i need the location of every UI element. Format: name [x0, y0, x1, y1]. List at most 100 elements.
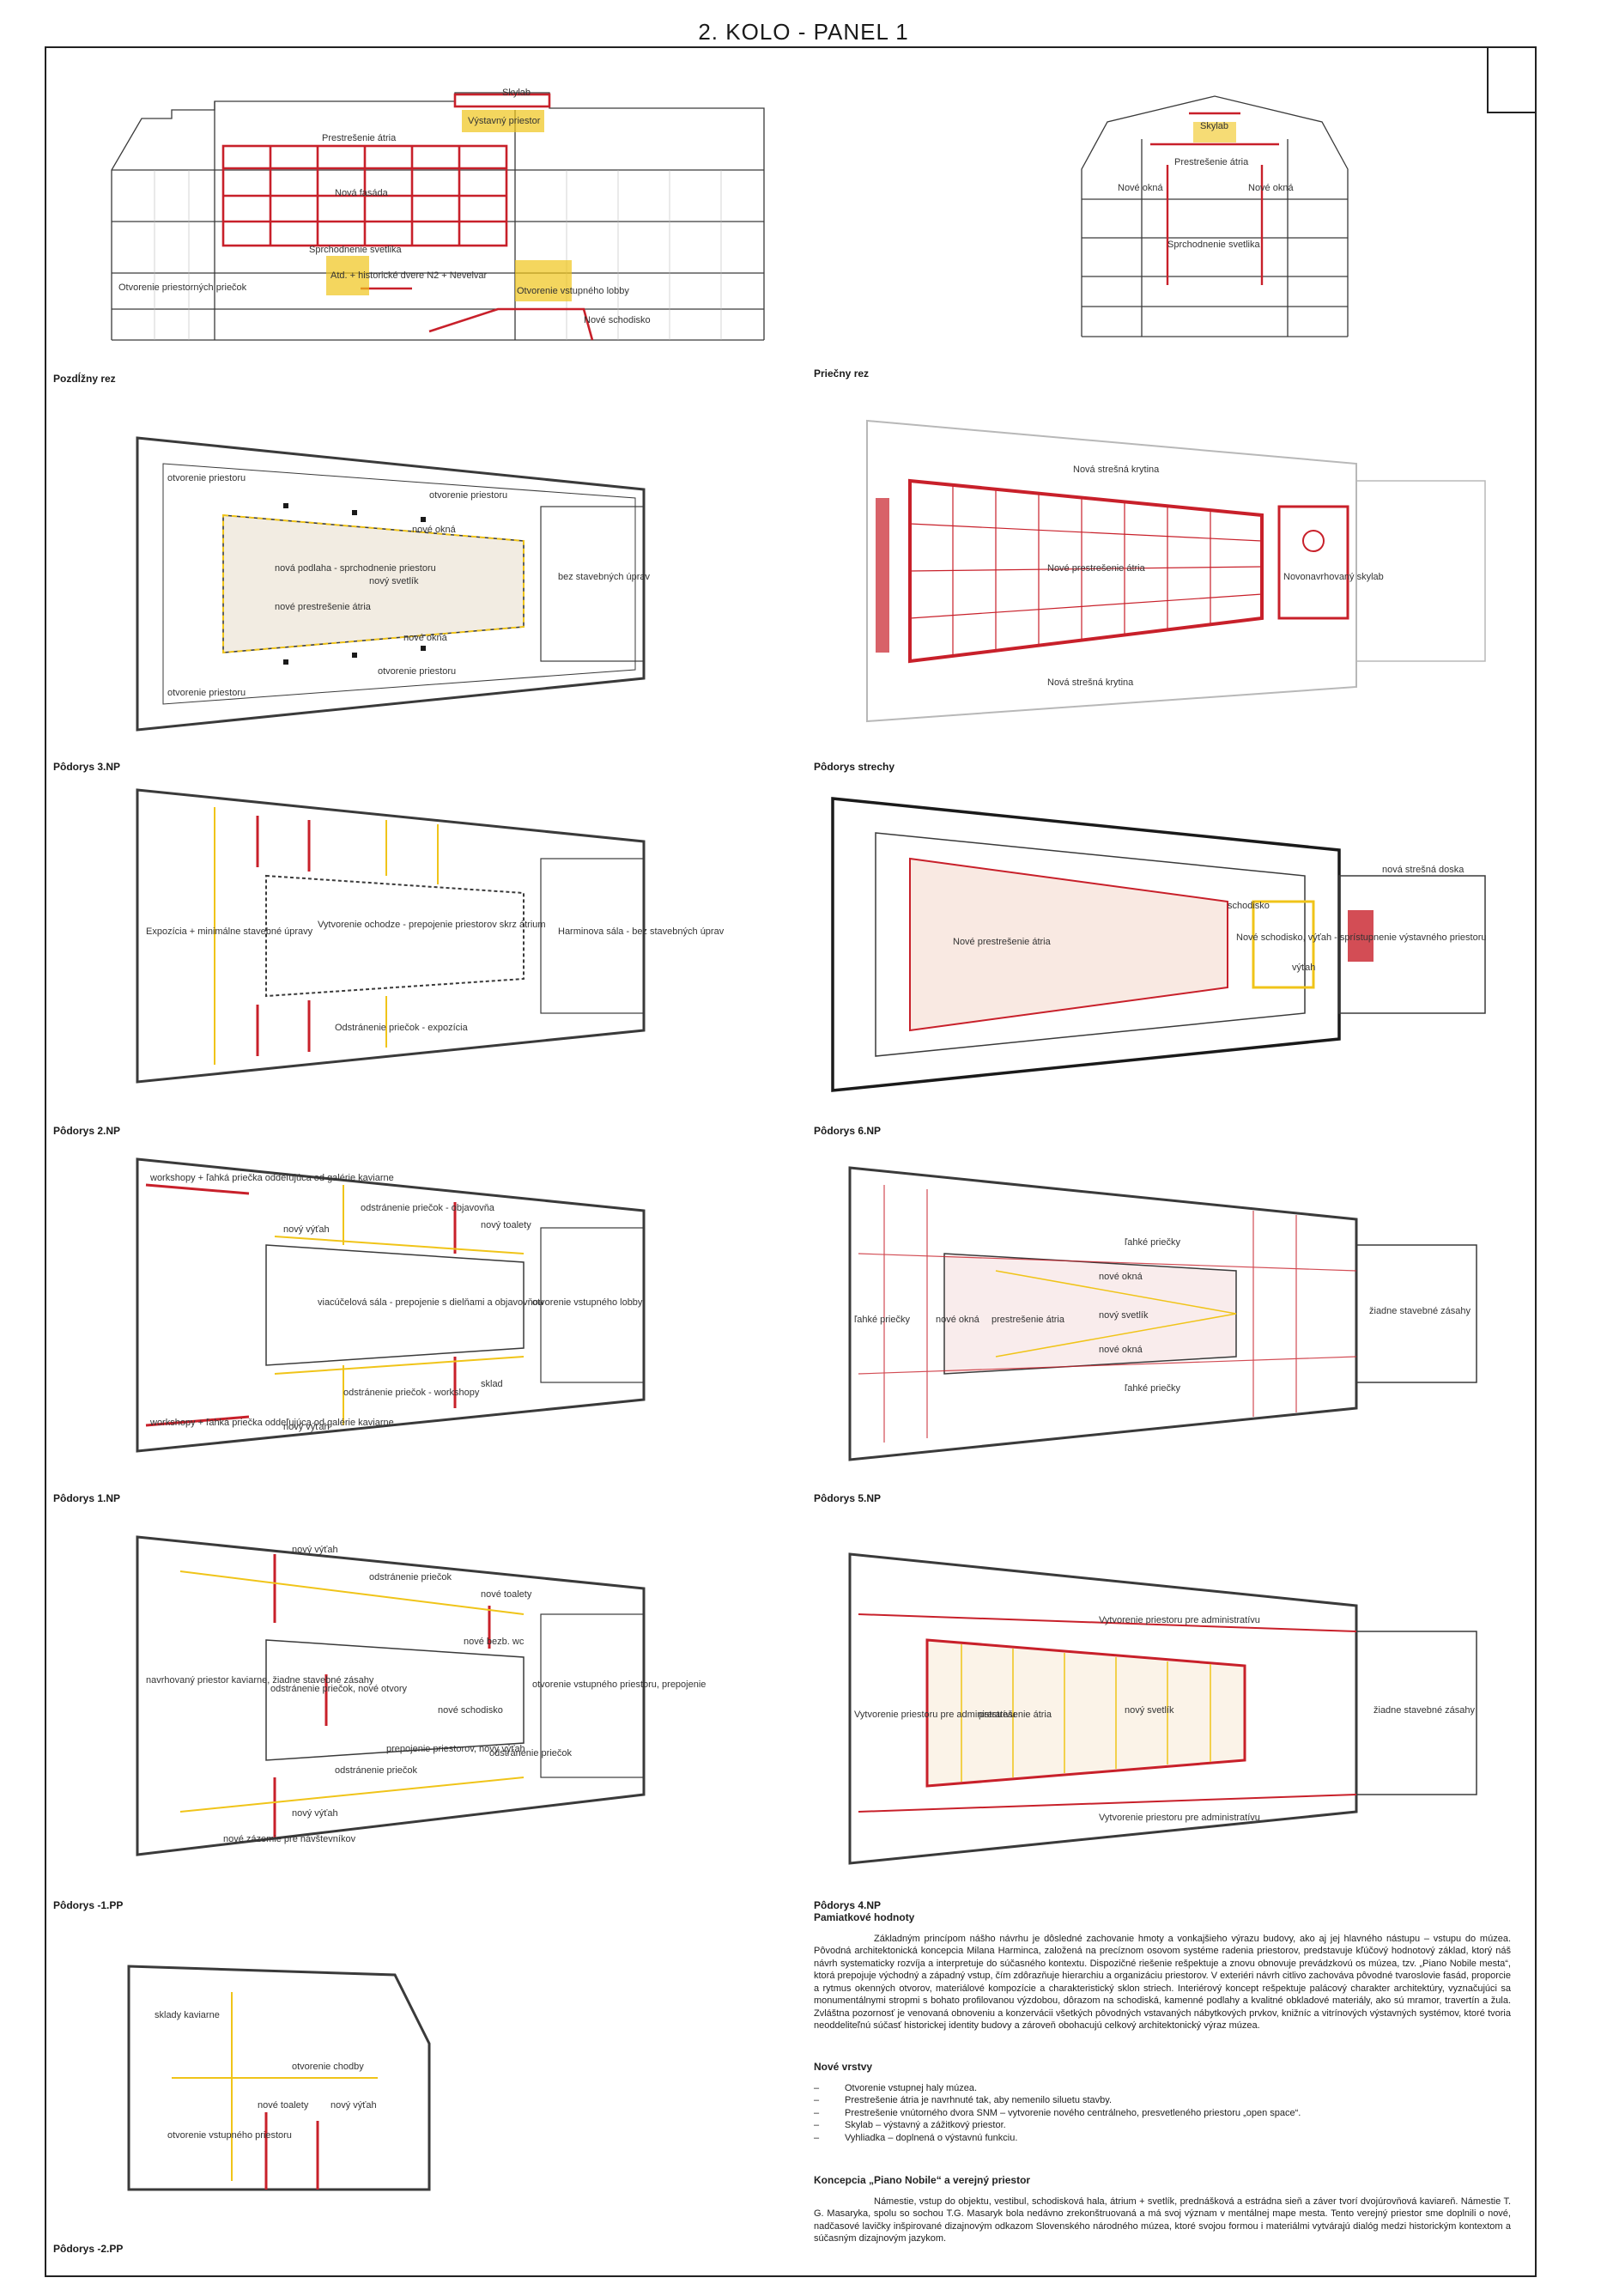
label-5np-windows-1: nové okná	[1099, 1272, 1143, 1282]
label-2pp-storage: sklady kaviarne	[155, 2010, 220, 2020]
label-2np-gallery: Vytvorenie ochodze - prepojenie priestor…	[318, 920, 546, 930]
caption-plan-5np: Pôdorys 5.NP	[814, 1492, 882, 1504]
label-4np-skylight: nový svetlík	[1125, 1705, 1174, 1716]
label-1np-lift-2: nový výťah	[283, 1422, 330, 1432]
concept-title: Koncepcia „Piano Nobile“ a verejný pries…	[814, 2174, 1031, 2186]
layers-list: Otvorenie vstupnej haly múzea. Prestreše…	[814, 2082, 1511, 2145]
label-6np-slab: nová strešná doska	[1382, 865, 1464, 875]
layers-item: Prestrešenie vnútorného dvora SNM – vytv…	[814, 2107, 1511, 2120]
plan-5np-drawing: ľahké priečky nové okná ľahké priečky no…	[841, 1159, 1494, 1468]
plan-1np-svg: workshopy + ľahká priečka oddeľujúca od …	[136, 1157, 646, 1453]
plan-2np-svg: Expozícia + minimálne stavebné úpravy Vy…	[136, 788, 725, 1084]
label-3np-floor: nová podlaha - sprchodnenie priestoru	[275, 563, 436, 574]
label-roof-covering-1: Nová strešná krytina	[1073, 465, 1160, 475]
plan-6np-drawing: nová strešná doska Nové prestrešenie átr…	[824, 790, 1494, 1099]
label-1np-storage: sklad	[481, 1379, 503, 1389]
label-2np-walls: Odstránenie priečok - expozícia	[335, 1023, 469, 1033]
label-open-spaces: Otvorenie priestorných priečok	[118, 282, 247, 293]
label-cs-atrium: Prestrešenie átria	[1174, 157, 1249, 167]
plan-4np-svg: Vytvorenie priestoru pre administratívu …	[848, 1552, 1477, 1865]
label-cs-windows-right: Nové okná	[1248, 183, 1294, 193]
plan-6np-svg: nová strešná doska Nové prestrešenie átr…	[831, 797, 1487, 1092]
plan-roof-drawing: Nová strešná krytina Nové prestrešenie á…	[858, 412, 1494, 730]
label-5np-windows-3: nové okná	[1099, 1345, 1143, 1355]
caption-plan-6np: Pôdorys 6.NP	[814, 1125, 882, 1137]
title-block-box	[1487, 46, 1537, 113]
label-roof-skylab: Novonavrhovaný skylab	[1283, 572, 1384, 582]
heritage-section: Pamiatkové hodnoty Základným princípom n…	[814, 1911, 1511, 2032]
label-5np-walls-3: ľahké priečky	[1125, 1383, 1180, 1394]
concept-body: Námestie, vstup do objektu, vestibul, sc…	[814, 2196, 1511, 2244]
label-3np-windows-1: nové okná	[412, 525, 457, 535]
label-1np-toilets: nový toalety	[481, 1220, 531, 1230]
label-cs-skylab: Skylab	[1200, 121, 1228, 131]
plan-3np-svg: otvorenie priestoru otvorenie priestoru …	[136, 436, 651, 732]
label-1pp-cafe: navrhovaný priestor kaviarne, žiadne sta…	[146, 1675, 374, 1686]
label-5np-walls-1: ľahké priečky	[1125, 1237, 1180, 1248]
plan-5np-svg: ľahké priečky nové okná ľahké priečky no…	[848, 1166, 1477, 1461]
label-2pp-corridor: otvorenie chodby	[292, 2062, 364, 2072]
label-3np-open-2: otvorenie priestoru	[429, 490, 507, 501]
label-4np-atrium: prestrešenie átria	[979, 1710, 1052, 1720]
label-3np-open-4: otvorenie priestoru	[167, 688, 246, 698]
label-doors: Atd. + historické dvere N2 + Nevelvar	[330, 270, 488, 281]
sheet-frame	[45, 46, 1537, 2277]
caption-plan-4np: Pôdorys 4.NP	[814, 1899, 882, 1911]
caption-plan-2np: Pôdorys 2.NP	[53, 1125, 121, 1137]
label-3np-open-1: otvorenie priestoru	[167, 473, 246, 483]
label-3np-roof: nové prestrešenie átria	[275, 602, 372, 612]
label-2pp-toilets: nové toalety	[258, 2100, 309, 2111]
label-4np-admin-3: Vytvorenie priestoru pre administratívu	[1099, 1813, 1260, 1823]
label-5np-atrium: prestrešenie átria	[991, 1315, 1065, 1325]
label-skylab: Skylab	[502, 88, 531, 98]
label-5np-nochange: žiadne stavebné zásahy	[1369, 1306, 1471, 1316]
cross-section-drawing: Skylab Prestrešenie átria Nové okná Nové…	[1064, 88, 1365, 354]
caption-cross-section: Priečny rez	[814, 367, 870, 380]
label-1np-lift-1: nový výťah	[283, 1224, 330, 1235]
plan-roof-svg: Nová strešná krytina Nové prestrešenie á…	[866, 419, 1486, 723]
plan-2pp-drawing: sklady kaviarne otvorenie chodby nové to…	[120, 1958, 446, 2198]
label-1np-workshops: odstránenie priečok - workshopy	[343, 1388, 480, 1398]
label-6np-lift: výťah	[1292, 963, 1315, 973]
caption-plan-1pp: Pôdorys -1.PP	[53, 1899, 124, 1911]
label-roof-covering-2: Nová strešná krytina	[1047, 677, 1134, 688]
label-1np-workshop-1: workshopy + ľahká priečka oddeľujúca od …	[149, 1173, 394, 1183]
label-1pp-toilets: nové toalety	[481, 1589, 532, 1600]
caption-plan-3np: Pôdorys 3.NP	[53, 761, 121, 773]
label-lobby: Otvorenie vstupného lobby	[517, 286, 629, 296]
label-3np-windows-2: nové okná	[403, 633, 448, 643]
cross-section-svg: Skylab Prestrešenie átria Nové okná Nové…	[1081, 95, 1349, 337]
label-4np-nochange: žiadne stavebné zásahy	[1374, 1705, 1476, 1716]
label-1pp-wc: nové bezb. wc	[464, 1637, 525, 1647]
label-new-stairs: Nové schodisko	[584, 315, 651, 325]
plan-4np-drawing: Vytvorenie priestoru pre administratívu …	[841, 1537, 1494, 1872]
plan-2pp-svg: sklady kaviarne otvorenie chodby nové to…	[127, 1965, 431, 2191]
caption-long-section: Pozdĺžny rez	[53, 373, 116, 385]
layers-title: Nové vrstvy	[814, 2061, 873, 2073]
label-4np-admin-1: Vytvorenie priestoru pre administratívu	[1099, 1615, 1260, 1625]
label-5np-skylight: nový svetlík	[1099, 1310, 1149, 1321]
label-roof-atrium: Nové prestrešenie átria	[1047, 563, 1146, 574]
layers-item: Otvorenie vstupnej haly múzea.	[814, 2082, 1511, 2095]
label-3np-open-3: otvorenie priestoru	[378, 666, 456, 677]
label-2pp-lift: nový výťah	[330, 2100, 377, 2111]
heritage-body: Základným princípom nášho návrhu je dôsl…	[814, 1933, 1511, 2032]
label-1pp-stairs: nové schodisko	[438, 1705, 503, 1716]
label-cs-skylight: Sprchodnenie svetlika	[1167, 240, 1261, 250]
label-cs-windows-left: Nové okná	[1118, 183, 1163, 193]
label-1pp-visitors: nové zázemie pre návštevníkov	[223, 1834, 356, 1844]
label-new-facade: Nová fasáda	[335, 188, 389, 198]
label-1pp-entry: otvorenie vstupného priestoru, prepojeni…	[532, 1679, 706, 1690]
label-1np-workshop-2: workshopy + ľahká priečka oddeľujúca od …	[149, 1418, 394, 1428]
label-1pp-walls-3: odstránenie priečok	[335, 1765, 418, 1776]
long-section-drawing: Skylab Prestrešenie átria Výstavný pries…	[103, 84, 773, 357]
plan-2np-drawing: Expozícia + minimálne stavebné úpravy Vy…	[129, 781, 764, 1090]
label-6np-atrium: Nové prestrešenie átria	[953, 937, 1052, 947]
label-1pp-connection: prepojenie priestorov, nový výťah	[386, 1744, 525, 1754]
label-3np-skylight: nový svetlík	[369, 576, 419, 586]
label-exhibition: Výstavný priestor	[468, 116, 541, 126]
layers-item: Vyhliadka – doplnená o výstavnú funkciu.	[814, 2132, 1511, 2145]
label-5np-windows-2: nové okná	[936, 1315, 980, 1325]
caption-plan-1np: Pôdorys 1.NP	[53, 1492, 121, 1504]
heritage-title: Pamiatkové hodnoty	[814, 1911, 915, 1923]
